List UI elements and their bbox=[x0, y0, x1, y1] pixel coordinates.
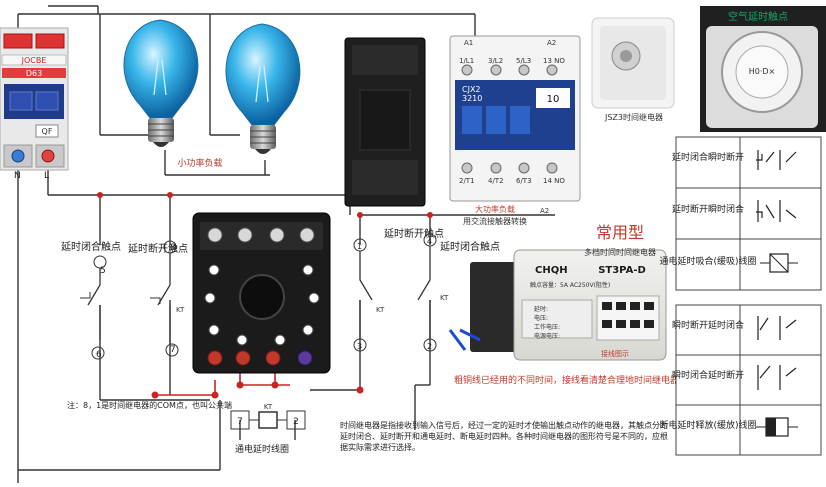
timer-subheading: 多档时间时间继电器 bbox=[584, 247, 656, 257]
contact-pin-a: 5 bbox=[100, 266, 106, 276]
breaker-rating: D63 bbox=[26, 69, 42, 78]
contactor-a1: A1 bbox=[464, 39, 473, 47]
coil-kt-label: KT bbox=[264, 403, 273, 411]
knob-heading: 空气延时触点 bbox=[728, 10, 788, 23]
symbol-table-upper: 延时闭合瞬时断开 延时断开瞬时闭合 通电延时吸合(缓吸)线圈 bbox=[659, 136, 822, 291]
terminal-top-2: 3/L2 bbox=[488, 57, 503, 65]
red-note: 粗铜线已经用的不同时间，接线看清楚合理地时间继电器等有关线段。 bbox=[454, 374, 733, 386]
bottom-note-box: 时间继电器是指接收到输入信号后，经过一定的延时才使输出触点动作的继电器，其触点分… bbox=[340, 421, 668, 452]
kt-label-right-1: KT bbox=[376, 306, 385, 314]
right-pin-2: 4 bbox=[427, 237, 432, 246]
terminal-bottom-3: 6/T3 bbox=[516, 177, 532, 185]
breaker-n-label: N bbox=[14, 171, 21, 181]
coil-pin-left: 7 bbox=[237, 417, 243, 427]
terminal-bottom-1: 2/T1 bbox=[459, 177, 475, 185]
delay-close-label-line: 延时闭合触点 bbox=[61, 240, 121, 253]
terminal-bottom-2: 4/T2 bbox=[488, 177, 504, 185]
symbol-table-lower: 瞬时断开延时闭合 瞬时闭合延时断开 断电延时释放(缓放)线圈 bbox=[659, 304, 822, 456]
timer-label-3: 工作电压: bbox=[534, 323, 560, 331]
big-load-caption: 大功率负载 bbox=[475, 204, 515, 214]
coil-caption: 通电延时线圈 bbox=[235, 443, 289, 455]
timer-model: ST3PA-D bbox=[598, 265, 646, 276]
lamp-2 bbox=[225, 23, 301, 154]
delay-open-label-left: 延时断开触点 bbox=[128, 242, 188, 255]
symbol-desc-5: 瞬时闭合延时断开 bbox=[672, 369, 744, 381]
contact-pin-c: 6 bbox=[96, 350, 102, 360]
terminal-bottom-4: 14 NO bbox=[543, 177, 565, 185]
circuit-breaker: JOCBE D63 QF N L bbox=[0, 27, 69, 181]
breaker-qf-label: QF bbox=[42, 127, 53, 136]
terminal-top-1: 1/L1 bbox=[459, 57, 474, 65]
symbol-desc-3: 通电延时吸合(缓吸)线圈 bbox=[659, 255, 756, 267]
right-contacts: 延时断开触点 延时闭合触点 1 4 3 2 KT KT bbox=[353, 227, 500, 352]
relay-base bbox=[192, 212, 331, 374]
svg-text:延时闭合触点: 延时闭合触点 bbox=[61, 240, 121, 253]
socket-base-top bbox=[344, 37, 426, 207]
coil-pin-right: 2 bbox=[293, 417, 299, 427]
contactor-rating-badge: 10 bbox=[547, 94, 560, 105]
knob-text: H0·D× bbox=[749, 67, 776, 76]
contact-pin-d: 7 bbox=[170, 345, 176, 355]
timer-relay: 常用型 多档时间时间继电器 CHQH ST3PA-D 触点容量：5A AC250… bbox=[448, 223, 667, 361]
contactor-caption: 用交流接触器转换 bbox=[463, 216, 527, 226]
timer-photo-2: 空气延时触点 H0·D× bbox=[700, 6, 826, 132]
contactor-model: CJX2 bbox=[462, 85, 481, 94]
svg-text:A2: A2 bbox=[540, 207, 549, 215]
right-pin-4: 2 bbox=[427, 342, 432, 351]
delay-close-label-right: 延时闭合触点 bbox=[440, 240, 500, 253]
timer-label-2: 电压: bbox=[534, 314, 548, 322]
breaker-l-label: L bbox=[44, 171, 49, 181]
ac-contactor: 10 CJX2 3210 A1 A2 1/L1 3/L2 5/L3 13 NO … bbox=[449, 35, 581, 215]
symbol-desc-1: 延时闭合瞬时断开 bbox=[672, 151, 744, 163]
symbol-desc-2: 延时断开瞬时闭合 bbox=[672, 203, 744, 215]
terminal-top-3: 5/L3 bbox=[516, 57, 531, 65]
contactor-a2: A2 bbox=[547, 39, 556, 47]
timer-spec-line: 触点容量：5A AC250V(阻性) bbox=[530, 281, 610, 289]
contactor-model-number: 3210 bbox=[462, 94, 482, 103]
delay-open-label-right: 延时断开触点 bbox=[384, 227, 444, 240]
symbol-desc-6: 断电延时释放(缓放)线圈 bbox=[659, 419, 756, 431]
timer-label-4: 电源电压: bbox=[534, 332, 560, 340]
bottom-note: 时间继电器是指接收到输入信号后，经过一定的延时才使输出触点动作的继电器，其触点分… bbox=[340, 421, 668, 452]
right-pin-3: 3 bbox=[357, 342, 362, 351]
kt-label-left: KT bbox=[176, 306, 185, 314]
breaker-brand: JOCBE bbox=[21, 56, 47, 65]
timer-knob-label: 接线图示 bbox=[601, 349, 629, 358]
red-junctions bbox=[97, 192, 433, 399]
symbol-desc-4: 瞬时断开延时闭合 bbox=[672, 319, 744, 331]
com-note: 注：8，1是时间继电器的COM点，也叫公共端 bbox=[67, 400, 232, 410]
left-contacts: 延时闭合触点 5 8 6 7 KT 延时断开触点 bbox=[55, 238, 188, 360]
timer-photo-1 bbox=[591, 17, 675, 109]
coil-symbol: 7 2 KT 通电延时线圈 bbox=[230, 403, 306, 455]
kt-label-right-2: KT bbox=[440, 294, 449, 302]
contact-pin-b: 8 bbox=[170, 243, 176, 253]
lamp-1 bbox=[123, 19, 199, 147]
timer-brand: CHQH bbox=[535, 265, 568, 276]
top-photo-caption: JSZ3时间继电器 bbox=[604, 112, 663, 122]
timer-label-1: 延时: bbox=[534, 305, 548, 313]
timer-heading: 常用型 bbox=[596, 223, 644, 242]
terminal-top-4: 13 NO bbox=[543, 57, 565, 65]
small-load-label: 小功率负载 bbox=[177, 157, 222, 169]
right-pin-1: 1 bbox=[357, 242, 362, 251]
